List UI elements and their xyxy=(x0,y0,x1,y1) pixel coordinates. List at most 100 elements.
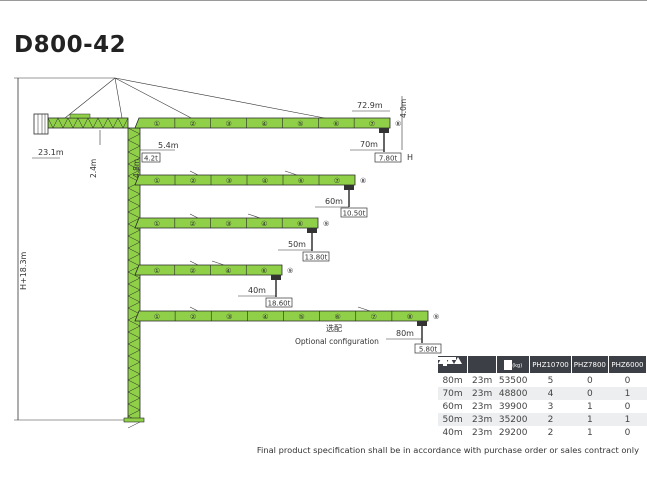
radius-label: 50m xyxy=(288,240,306,249)
jib-segment-label: ② xyxy=(190,177,196,185)
tie-bars xyxy=(64,77,336,121)
radius-label: 40m xyxy=(248,286,266,295)
table-cell: 4 xyxy=(529,387,572,400)
trolley xyxy=(307,228,317,233)
jib-height-label: 4.0m xyxy=(399,99,408,118)
jib-segment-label: ⑤ xyxy=(298,313,304,321)
counter-jib-icon xyxy=(437,355,498,374)
table-cell: 23m xyxy=(467,387,497,400)
jib-segment-label: ⑥ xyxy=(335,313,341,321)
table-cell: 23m xyxy=(467,413,497,426)
jib-segment-label: ① xyxy=(154,177,160,185)
counter-jib: 23.1m 2.4m 4.8m xyxy=(32,113,141,178)
jib-segment-label: ③ xyxy=(226,177,232,185)
table-cell: 1 xyxy=(586,427,593,438)
counterweight xyxy=(33,113,49,135)
jib-segment-label: ③ xyxy=(226,120,232,128)
jib-segment-label: ⑥ xyxy=(298,177,304,185)
trolley xyxy=(344,185,354,190)
table-cell: 1 xyxy=(571,413,609,426)
table-header: PHZ7800 xyxy=(570,355,609,374)
height-label: H+18.3m xyxy=(19,251,28,290)
table-cell: 35200 xyxy=(496,413,530,426)
jib-segment-label: ③ xyxy=(226,313,232,321)
table-cell: 0 xyxy=(624,375,631,386)
table-cell: 39900 xyxy=(498,401,528,412)
load-label: 10.50t xyxy=(343,210,366,218)
jib-segment-label: ② xyxy=(189,267,195,275)
trolley xyxy=(417,321,427,326)
load-label: 18.60t xyxy=(268,300,291,308)
jib-segment-label: ④ xyxy=(261,220,267,228)
jib-segment-label: ② xyxy=(190,220,196,228)
jib-segment-label: ① xyxy=(154,267,160,275)
mast-section-label: 4.8m xyxy=(132,159,141,178)
optional-cn: 选配 xyxy=(326,323,342,333)
table-header: PHZ10700 xyxy=(529,355,572,374)
radius-label: 70m xyxy=(360,140,378,149)
jib-body xyxy=(134,174,356,186)
table-cell: 29200 xyxy=(498,427,528,438)
apex-offset-label: 2.4m xyxy=(89,159,98,178)
hook-height-label: H xyxy=(407,153,413,162)
jib-segment-label: ⑦ xyxy=(334,177,340,185)
jib-body xyxy=(134,264,283,276)
table-cell: 53500 xyxy=(498,375,528,386)
jib-tip-label: ⑨ xyxy=(323,220,329,228)
table-cell: 1 xyxy=(608,387,647,400)
jib-segment-label: ③ xyxy=(225,220,231,228)
jib-segment-label: ④ xyxy=(262,177,268,185)
jib-body xyxy=(134,310,429,322)
jib-tip-label: ⑧ xyxy=(360,177,366,185)
jib-segment-label: ④ xyxy=(261,120,267,128)
trolley xyxy=(271,275,281,280)
table-header: PHZ6000 xyxy=(607,355,647,374)
table-cell: 23m xyxy=(472,375,493,386)
table-header: (kg) xyxy=(496,355,531,374)
height-dimension: H+18.3m xyxy=(14,77,128,421)
counter-jib-length: 23.1m xyxy=(38,148,64,157)
jib-segment-label: ⑥ xyxy=(333,120,339,128)
table-cell: 70m xyxy=(437,387,468,400)
table-cell: 0 xyxy=(624,427,631,438)
table-cell: 80m xyxy=(442,375,463,386)
table-cell: 0 xyxy=(624,401,631,412)
jib-segment-label: ④ xyxy=(225,267,231,275)
jib-tip-label: ⑨ xyxy=(433,313,439,321)
jib-segment-label: ⑧ xyxy=(407,313,413,321)
jib-segment-label: ⑦ xyxy=(371,313,377,321)
load-label: 7.80t xyxy=(379,155,398,163)
trolley xyxy=(379,128,389,133)
table-cell: 23m xyxy=(472,401,493,412)
footer-disclaimer: Final product specification shall be in … xyxy=(256,445,639,455)
table-cell: 2 xyxy=(529,413,572,426)
jib-segment-label: ① xyxy=(154,120,160,128)
table-cell: 1 xyxy=(608,413,647,426)
jib-segment-label: ⑥ xyxy=(297,220,303,228)
jib-segment-label: ⑤ xyxy=(297,120,303,128)
model-title: D800-42 xyxy=(14,32,127,58)
table-cell: 23m xyxy=(472,427,493,438)
jib-segment-label: ⑦ xyxy=(369,120,375,128)
jib-segment-label: ⑥ xyxy=(261,267,267,275)
main-jib-dimensions: 72.9m 4.0m H 5.4m 4.2t xyxy=(140,96,413,163)
jib-segment-label: ④ xyxy=(262,313,268,321)
load-label: 5.80t xyxy=(419,346,438,354)
weight-unit: (kg) xyxy=(512,362,523,369)
table-cell: 1 xyxy=(586,401,593,412)
jib-segment-label: ② xyxy=(190,313,196,321)
min-radius-load: 4.2t xyxy=(144,155,158,163)
jib-body xyxy=(134,217,319,229)
